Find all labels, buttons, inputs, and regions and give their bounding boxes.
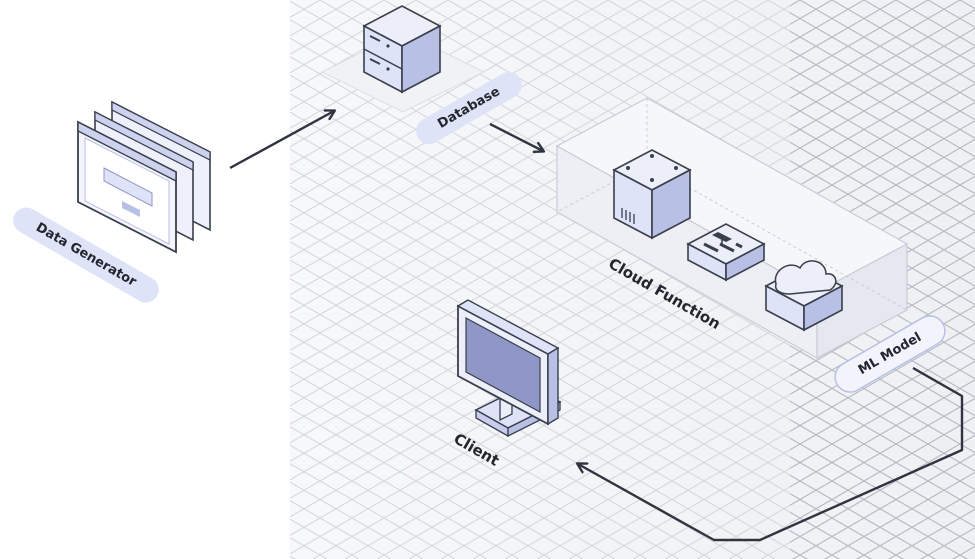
arrow-database-to-cloud-function: [489, 122, 543, 151]
server-icon: [362, 5, 442, 94]
cloud-icon: [764, 260, 844, 332]
cloud-function-node: Cloud Function: [555, 97, 909, 360]
hierarchy-icon: [686, 223, 766, 282]
arrow-generator-to-database: [229, 111, 334, 170]
arrow-ml-model-to-client: [578, 366, 964, 542]
drive-icon: [612, 149, 692, 240]
monitor-icon: [456, 299, 562, 438]
database-node: Database: [320, 5, 522, 144]
window-stack-icon: [77, 100, 211, 254]
data-generator-label: Data Generator: [33, 220, 139, 290]
client-node: Client: [451, 299, 562, 470]
data-generator-node: Data Generator: [13, 100, 211, 303]
